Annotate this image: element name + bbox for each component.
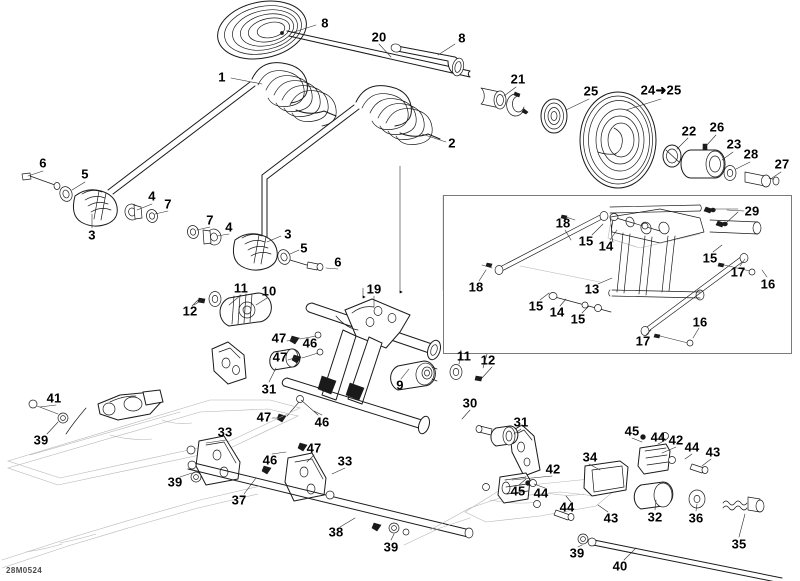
callout-24-to-25: 24➜25 xyxy=(640,82,682,98)
callout-17: 17 xyxy=(730,264,746,280)
torsion-spring-2 xyxy=(261,85,441,247)
callout-14: 14 xyxy=(549,304,565,320)
callout-42: 42 xyxy=(668,432,684,448)
torsion-spring-1 xyxy=(107,62,337,195)
callout-2: 2 xyxy=(448,135,456,151)
callout-28: 28 xyxy=(743,146,759,162)
callout-31: 31 xyxy=(261,381,277,397)
callout-38: 38 xyxy=(328,524,344,540)
callout-14: 14 xyxy=(598,238,614,254)
callout-39: 39 xyxy=(167,474,183,490)
callout-13: 13 xyxy=(584,281,600,297)
callout-44: 44 xyxy=(650,429,666,445)
callout-7: 7 xyxy=(164,196,172,212)
callout-22: 22 xyxy=(681,123,697,139)
callout-44: 44 xyxy=(559,499,575,515)
right-pivot-block-group xyxy=(187,225,324,271)
callout-26: 26 xyxy=(709,119,725,135)
callout-29: 29 xyxy=(744,203,760,219)
callout-17: 17 xyxy=(635,333,651,349)
callout-18: 18 xyxy=(468,279,484,295)
callout-19: 19 xyxy=(366,281,382,297)
callout-45: 45 xyxy=(510,483,526,499)
callout-7: 7 xyxy=(206,212,214,228)
callout-47: 47 xyxy=(272,349,288,365)
callout-37: 37 xyxy=(231,492,247,508)
callout-6: 6 xyxy=(334,254,342,270)
leader-lines xyxy=(27,24,782,561)
callout-27: 27 xyxy=(774,156,790,172)
callout-3: 3 xyxy=(88,227,96,243)
callout-43: 43 xyxy=(705,444,721,460)
callout-4: 4 xyxy=(148,188,156,204)
inset-panel-frame xyxy=(443,195,792,354)
callout-20: 20 xyxy=(371,29,387,45)
inset-sub-assembly xyxy=(481,204,762,347)
callout-3: 3 xyxy=(284,226,292,242)
callout-39: 39 xyxy=(383,539,399,555)
callout-1: 1 xyxy=(218,69,226,85)
callout-30: 30 xyxy=(462,395,478,411)
callout-8: 8 xyxy=(321,15,329,31)
callout-12: 12 xyxy=(480,352,496,368)
callout-10: 10 xyxy=(261,283,277,299)
callout-5: 5 xyxy=(81,166,89,182)
callout-46: 46 xyxy=(302,335,318,351)
callout-42: 42 xyxy=(545,461,561,477)
callout-45: 45 xyxy=(624,423,640,439)
callout-5: 5 xyxy=(300,240,308,256)
callout-40: 40 xyxy=(612,558,628,574)
callout-47: 47 xyxy=(306,440,322,456)
callout-23: 23 xyxy=(726,136,742,152)
callout-47: 47 xyxy=(271,330,287,346)
callout-34: 34 xyxy=(582,449,598,465)
swing-arm-assembly xyxy=(191,291,493,532)
rail-and-slide-assembly xyxy=(1,389,474,569)
callout-12: 12 xyxy=(182,303,198,319)
idler-wheel-assembly xyxy=(480,87,780,189)
callout-44: 44 xyxy=(684,439,700,455)
callout-46: 46 xyxy=(262,452,278,468)
callout-39: 39 xyxy=(33,432,49,448)
torque-arm-hardware xyxy=(388,424,783,581)
callout-21: 21 xyxy=(510,71,526,87)
callout-6: 6 xyxy=(39,155,47,171)
left-pivot-block-group xyxy=(21,172,158,227)
callout-18: 18 xyxy=(555,215,571,231)
callout-16: 16 xyxy=(692,314,708,330)
callout-15: 15 xyxy=(578,233,594,249)
callout-4: 4 xyxy=(225,219,233,235)
diagram-code: 28M0524 xyxy=(6,566,43,575)
callout-41: 41 xyxy=(46,390,62,406)
callout-15: 15 xyxy=(702,250,718,266)
callout-11: 11 xyxy=(233,280,249,296)
callout-9: 9 xyxy=(396,377,404,393)
callout-15: 15 xyxy=(528,298,544,314)
callout-43: 43 xyxy=(603,510,619,526)
callout-39: 39 xyxy=(569,545,585,561)
callout-44: 44 xyxy=(533,485,549,501)
callout-33: 33 xyxy=(217,424,233,440)
callout-35: 35 xyxy=(731,536,747,552)
callout-33: 33 xyxy=(337,453,353,469)
callout-31: 31 xyxy=(513,414,529,430)
callout-25: 25 xyxy=(583,83,599,99)
callout-15: 15 xyxy=(570,311,586,327)
callout-36: 36 xyxy=(688,510,704,526)
torsion-spring-assembly-left xyxy=(107,0,471,247)
callout-46: 46 xyxy=(314,414,330,430)
callout-11: 11 xyxy=(456,348,472,364)
callout-47: 47 xyxy=(256,409,272,425)
callout-16: 16 xyxy=(760,276,776,292)
callout-8: 8 xyxy=(458,30,466,46)
callout-32: 32 xyxy=(647,509,663,525)
